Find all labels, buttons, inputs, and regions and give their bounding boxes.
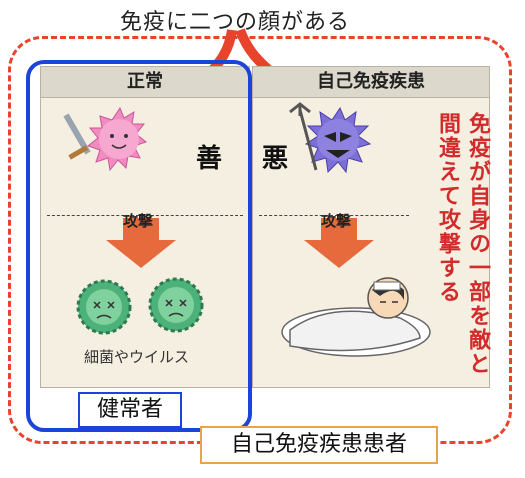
sick-person-icon	[281, 277, 431, 357]
autoimmune-header: 自己免疫疾患	[253, 67, 489, 98]
divider-right	[259, 215, 409, 216]
bacteria-icon-1	[76, 279, 132, 335]
normal-header: 正常	[41, 67, 249, 98]
attack-label-left: 攻撃	[123, 212, 154, 230]
evil-label: 悪	[262, 144, 289, 174]
attack-label-right: 攻撃	[321, 212, 352, 230]
autoimmune-explanation: 免疫が自身の一部を敵と間違えて攻撃する	[435, 112, 490, 376]
bacteria-icon-2	[148, 277, 204, 333]
healthy-label: 健常者	[78, 392, 182, 428]
evil-virus-icon	[289, 102, 372, 174]
divider-left	[47, 215, 243, 216]
attack-arrow-right	[304, 218, 374, 268]
healthy-frame	[26, 60, 252, 432]
bacteria-caption: 細菌やウイルス	[84, 348, 190, 366]
patient-label: 自己免疫疾患患者	[200, 426, 438, 464]
attack-arrow-left	[106, 218, 176, 268]
good-label: 善	[196, 144, 223, 174]
good-virus-icon	[63, 106, 148, 172]
